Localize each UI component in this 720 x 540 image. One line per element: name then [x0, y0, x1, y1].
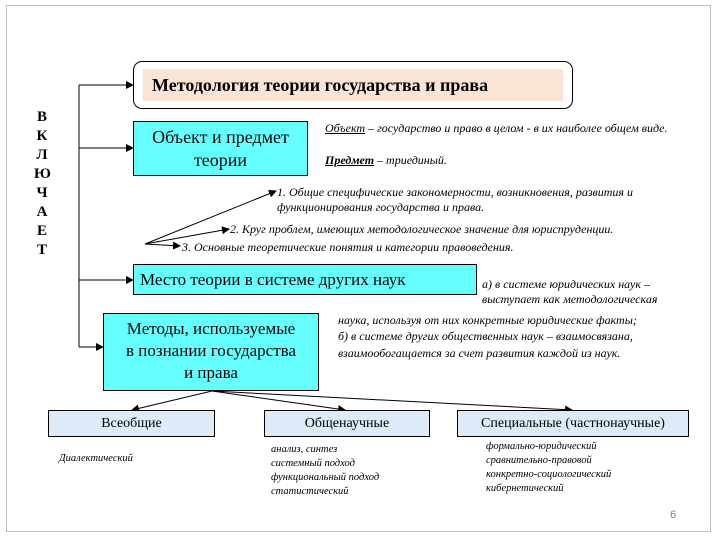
category-general-scientific: Общенаучные	[264, 410, 430, 437]
page-number: 6	[670, 509, 677, 521]
object-subject-box: Объект и предмет теории	[133, 121, 308, 176]
place-box-label: Место теории в системе других наук	[140, 270, 406, 289]
list-item: формально-юридический	[486, 441, 597, 452]
vertical-letter: В	[36, 109, 47, 125]
methods-box: Методы, используемые в познании государс…	[103, 313, 319, 391]
object-note: Объект – государство и право в целом - в…	[325, 121, 670, 136]
subject-term: Предмет	[325, 153, 375, 167]
arrow-to-general	[211, 390, 346, 413]
arrow-to-universal	[131, 390, 213, 413]
object-term: Объект	[325, 121, 366, 135]
page-title: Методология теории государства и права	[143, 69, 563, 101]
vertical-letter: Т	[36, 242, 47, 258]
category-special: Специальные (частнонаучные)	[457, 410, 689, 437]
category-special-label: Специальные (частнонаучные)	[481, 415, 665, 431]
subject-note: Предмет – триединый.	[325, 153, 670, 168]
place-note-a1: а) в системе юридических наук –	[482, 277, 650, 291]
list-item: функциональный подход	[271, 472, 380, 483]
arrow-item-2	[144, 226, 230, 245]
methods-line3: и права	[184, 363, 238, 382]
list-item: конкретно-социологический	[486, 469, 612, 480]
methods-line1: Методы, используемые	[126, 319, 296, 338]
arrow-to-special	[211, 390, 573, 414]
general-methods-list: анализ, синтез системный подход функцион…	[271, 443, 461, 499]
place-note-b1: б) в системе других общественных наук – …	[338, 329, 633, 343]
vertical-letter: Л	[36, 147, 48, 163]
subject-definition: – триединый.	[374, 153, 447, 167]
list-item: системный подход	[271, 458, 355, 469]
title-box: Методология теории государства и права	[133, 61, 573, 109]
vertical-word-includes: В К Л Ю Ч А Е Т	[34, 108, 51, 260]
object-definition: – государство и право в целом - в их наи…	[365, 121, 668, 135]
subject-item-3: 3. Основные теоретические понятия и кате…	[182, 240, 514, 254]
category-general-label: Общенаучные	[304, 415, 390, 431]
object-box-line2: теории	[193, 150, 248, 170]
vertical-letter: Ю	[34, 166, 51, 182]
place-note-a2: выступает как методологическая	[482, 292, 658, 306]
subject-item-1: 1. Общие специфические закономерности, в…	[277, 185, 633, 214]
vertical-letter: К	[36, 128, 48, 144]
special-methods-list: формально-юридический сравнительно-право…	[486, 440, 696, 496]
place-in-sciences-box: Место теории в системе других наук	[133, 264, 477, 295]
category-universal-label: Всеобщие	[101, 415, 162, 431]
place-note-a3: наука, используя от них конкретные юриди…	[338, 313, 637, 327]
vertical-letter: Ч	[36, 185, 48, 201]
arrow-item-3	[144, 241, 181, 250]
subject-item-2: 2. Круг проблем, имеющих методологическо…	[230, 222, 614, 236]
arrow-item-1	[144, 189, 277, 245]
object-box-line1: Объект и предмет	[152, 127, 289, 147]
vertical-letter: Е	[36, 223, 47, 239]
vertical-letter: А	[36, 204, 48, 220]
place-note-b2: взаимообогащается за счет развития каждо…	[338, 346, 621, 360]
list-item: анализ, синтез	[271, 444, 338, 455]
list-item: сравнительно-правовой	[486, 455, 592, 466]
list-item: статистический	[271, 486, 349, 497]
universal-method-dialectical: Диалектический	[59, 453, 133, 464]
methods-line2: в познании государства	[125, 341, 297, 360]
list-item: кибернетический	[486, 483, 564, 494]
category-universal: Всеобщие	[48, 410, 215, 437]
